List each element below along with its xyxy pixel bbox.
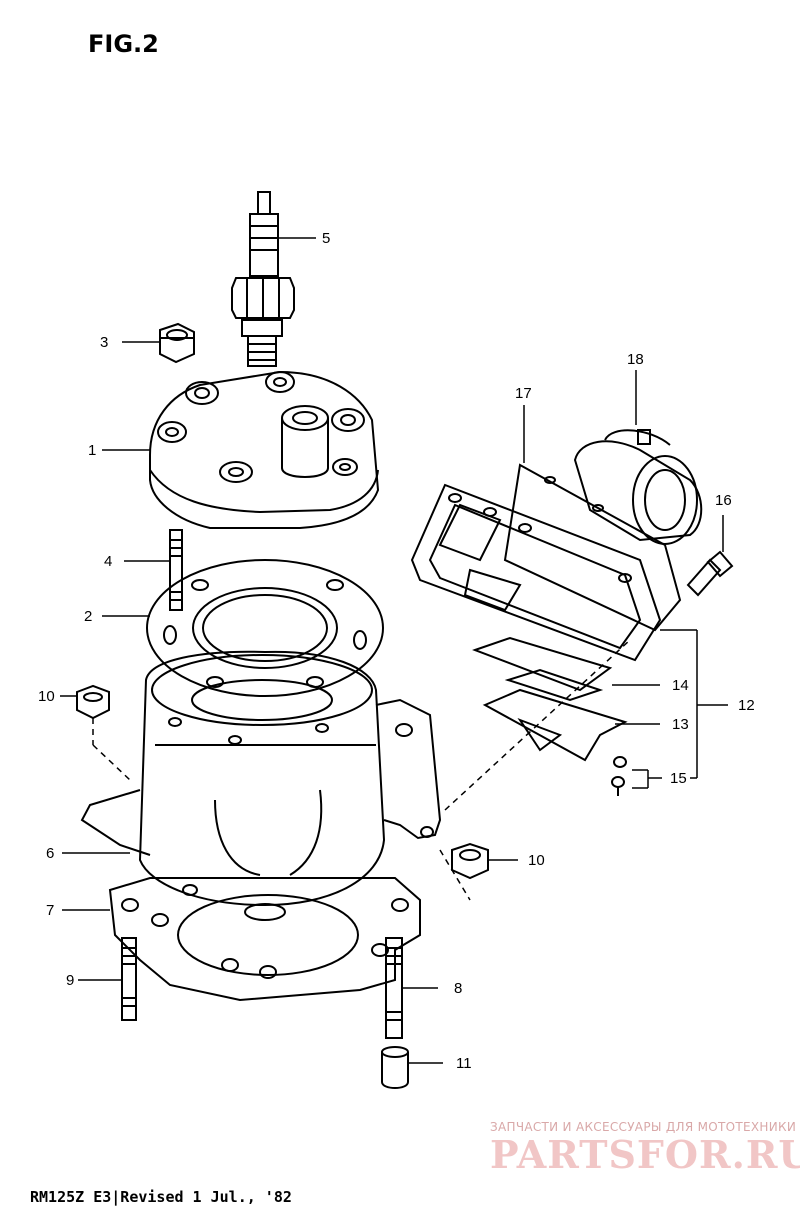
reed-valve-assembly-drawing bbox=[410, 463, 682, 762]
nut-10-right-drawing bbox=[451, 842, 489, 880]
callout-15: 15 bbox=[670, 770, 687, 787]
nut-10-left-drawing bbox=[76, 684, 110, 720]
callout-4: 4 bbox=[104, 553, 112, 570]
screws-15-drawing bbox=[611, 756, 627, 796]
callout-labels: 5 3 1 4 2 10 6 7 9 8 11 10 14 13 15 12 1… bbox=[38, 230, 755, 1072]
watermark-tagline: ЗАПЧАСТИ И АКСЕССУАРЫ ДЛЯ МОТОТЕХНИКИ bbox=[490, 1120, 797, 1134]
figure-title: FIG.2 bbox=[88, 30, 159, 58]
base-gasket-drawing bbox=[108, 877, 421, 1002]
callout-16: 16 bbox=[715, 492, 732, 509]
cylinder-drawing bbox=[80, 650, 442, 921]
head-nut-drawing bbox=[159, 322, 195, 364]
head-gasket-drawing bbox=[146, 559, 384, 697]
callout-3: 3 bbox=[100, 334, 108, 351]
dowel-pin-drawing bbox=[381, 1046, 409, 1089]
callout-10-left: 10 bbox=[38, 688, 55, 705]
callout-6: 6 bbox=[46, 845, 54, 862]
callout-12: 12 bbox=[738, 697, 755, 714]
bolt-16-drawing bbox=[686, 550, 734, 597]
callout-7: 7 bbox=[46, 902, 54, 919]
callout-1: 1 bbox=[88, 442, 96, 459]
cylinder-head-drawing bbox=[149, 370, 380, 529]
callout-18: 18 bbox=[627, 351, 644, 368]
callout-11: 11 bbox=[456, 1055, 472, 1072]
callout-14: 14 bbox=[672, 677, 689, 694]
watermark-brand-logo: PARTSFOR.RU bbox=[490, 1132, 800, 1177]
callout-5: 5 bbox=[322, 230, 330, 247]
footer-revision-note: RM125Z E3|Revised 1 Jul., '82 bbox=[30, 1188, 292, 1206]
stud-bolt-4-drawing bbox=[169, 529, 183, 611]
assembly-guide-lines bbox=[92, 639, 631, 901]
intake-pipe-drawing bbox=[573, 429, 703, 545]
callout-13: 13 bbox=[672, 716, 689, 733]
spark-plug-drawing bbox=[231, 191, 295, 367]
callout-2: 2 bbox=[84, 608, 92, 625]
leader-lines bbox=[60, 237, 728, 1064]
stud-bolt-9-drawing bbox=[121, 937, 137, 1021]
callout-17: 17 bbox=[515, 385, 532, 402]
callout-10-right: 10 bbox=[528, 852, 545, 869]
callout-8: 8 bbox=[454, 980, 462, 997]
callout-9: 9 bbox=[66, 972, 74, 989]
